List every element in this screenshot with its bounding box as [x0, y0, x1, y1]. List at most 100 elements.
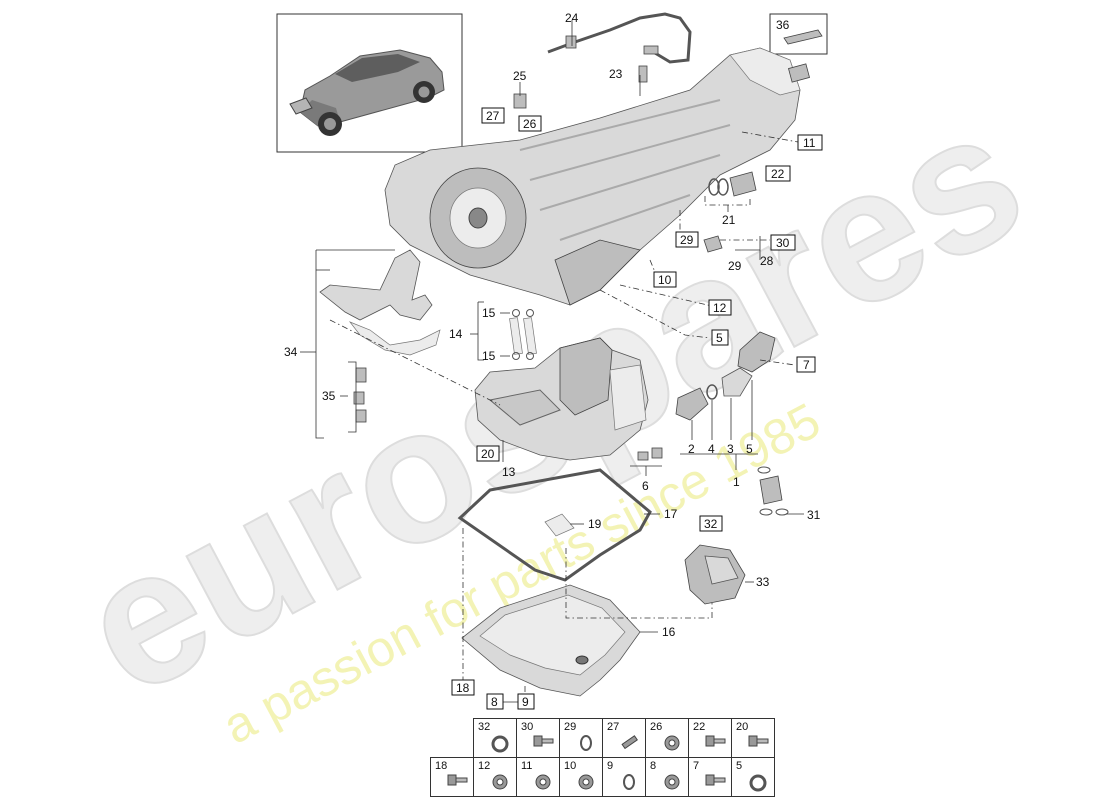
callout-16[interactable]: 16 [662, 625, 676, 639]
svg-text:29: 29 [728, 259, 742, 273]
sleeve-icon [535, 774, 551, 790]
legend-cell[interactable]: 8 [645, 757, 689, 797]
svg-text:15: 15 [482, 349, 496, 363]
svg-text:15: 15 [482, 306, 496, 320]
svg-text:1: 1 [733, 475, 740, 489]
legend-number: 9 [607, 760, 614, 772]
callout-2[interactable]: 2 [688, 442, 695, 456]
callout-21[interactable]: 21 [722, 213, 736, 227]
svg-text:2: 2 [688, 442, 695, 456]
svg-text:18: 18 [456, 681, 470, 695]
callout-17[interactable]: 17 [664, 507, 678, 521]
oil-pan [461, 584, 641, 697]
o-ring-icon [580, 735, 592, 751]
legend-number: 27 [607, 721, 620, 733]
callout-29-boxed[interactable]: 29 [675, 231, 699, 248]
legend-cell[interactable]: 9 [602, 757, 646, 797]
callout-5[interactable]: 5 [746, 442, 753, 456]
callout-30[interactable]: 30 [770, 234, 796, 251]
part-33-actuator [684, 544, 746, 605]
legend-cell[interactable]: 30 [516, 718, 560, 758]
callout-27[interactable]: 27 [481, 107, 505, 124]
legend-cell[interactable]: 27 [602, 718, 646, 758]
callout-35[interactable]: 35 [322, 389, 336, 403]
svg-text:24: 24 [565, 11, 579, 25]
callout-13[interactable]: 13 [502, 465, 516, 479]
legend-number: 5 [736, 760, 743, 772]
legend-cell[interactable]: 7 [688, 757, 732, 797]
callout-26[interactable]: 26 [518, 115, 542, 132]
legend-cell[interactable]: 26 [645, 718, 689, 758]
callout-22[interactable]: 22 [765, 165, 791, 182]
callout-24[interactable]: 24 [565, 11, 579, 25]
legend-cell[interactable]: 11 [516, 757, 560, 797]
legend-cell[interactable]: 29 [559, 718, 603, 758]
callout-25[interactable]: 25 [513, 69, 527, 83]
callout-8[interactable]: 8 [486, 693, 504, 710]
callout-31[interactable]: 31 [807, 508, 821, 522]
callout-7[interactable]: 7 [796, 356, 816, 373]
svg-text:22: 22 [771, 167, 785, 181]
svg-text:5: 5 [746, 442, 753, 456]
legend-cell[interactable]: 18 [430, 757, 474, 797]
svg-text:9: 9 [522, 695, 529, 709]
svg-text:33: 33 [756, 575, 770, 589]
callout-32[interactable]: 32 [699, 515, 723, 532]
callout-5-boxed[interactable]: 5 [711, 329, 729, 346]
transmission-housing [384, 47, 810, 306]
callout-14[interactable]: 14 [449, 327, 463, 341]
legend-cell[interactable]: 12 [473, 757, 517, 797]
pan-gasket [457, 468, 652, 582]
bolt-icon [705, 774, 726, 786]
bolt-icon [705, 735, 726, 747]
svg-text:31: 31 [807, 508, 821, 522]
legend-cell[interactable]: 22 [688, 718, 732, 758]
legend-cell[interactable]: 20 [731, 718, 775, 758]
callout-15-bottom[interactable]: 15 [482, 349, 496, 363]
callout-9[interactable]: 9 [517, 693, 535, 710]
callout-11[interactable]: 11 [797, 134, 823, 151]
legend-cell[interactable]: 5 [731, 757, 775, 797]
bolt-icon [533, 735, 554, 747]
svg-text:17: 17 [664, 507, 678, 521]
callout-23[interactable]: 23 [609, 67, 623, 81]
legend-cell[interactable]: 10 [559, 757, 603, 797]
callout-4[interactable]: 4 [708, 442, 715, 456]
legend-cell[interactable]: 32 [473, 718, 517, 758]
sleeve-icon [664, 774, 680, 790]
callout-34[interactable]: 34 [284, 345, 298, 359]
callout-18[interactable]: 18 [451, 679, 475, 696]
callout-33[interactable]: 33 [756, 575, 770, 589]
legend-number: 29 [564, 721, 577, 733]
callout-28[interactable]: 28 [760, 254, 774, 268]
svg-text:28: 28 [760, 254, 774, 268]
fastener-legend: 32 30 29 27 26 22 20 18 12 11 10 9 8 7 5 [430, 718, 775, 797]
part-7-connector [737, 331, 776, 373]
svg-text:5: 5 [716, 331, 723, 345]
svg-text:26: 26 [523, 117, 537, 131]
part-2-3-4 [675, 367, 753, 421]
o-ring-icon [623, 774, 635, 790]
legend-row: 32 30 29 27 26 22 20 [431, 718, 775, 758]
callout-15-top[interactable]: 15 [482, 306, 496, 320]
part-14-tubes [509, 309, 537, 360]
legend-number: 11 [521, 760, 533, 772]
callout-3[interactable]: 3 [727, 442, 734, 456]
part-21-22-adapter [708, 171, 757, 197]
svg-text:3: 3 [727, 442, 734, 456]
callout-36[interactable]: 36 [776, 18, 790, 32]
sleeve-icon [492, 774, 508, 790]
callout-10[interactable]: 10 [653, 271, 677, 288]
part-19-magnet [544, 513, 575, 537]
callout-19[interactable]: 19 [588, 517, 602, 531]
callout-1[interactable]: 1 [733, 475, 740, 489]
callout-29[interactable]: 29 [728, 259, 742, 273]
callout-6[interactable]: 6 [642, 479, 649, 493]
callout-12[interactable]: 12 [708, 299, 732, 316]
legend-number: 26 [650, 721, 663, 733]
sleeve-icon [664, 735, 680, 751]
car-thumbnail-icon [289, 49, 445, 136]
callout-20[interactable]: 20 [476, 445, 500, 462]
legend-row: 18 12 11 10 9 8 7 5 [430, 757, 775, 797]
